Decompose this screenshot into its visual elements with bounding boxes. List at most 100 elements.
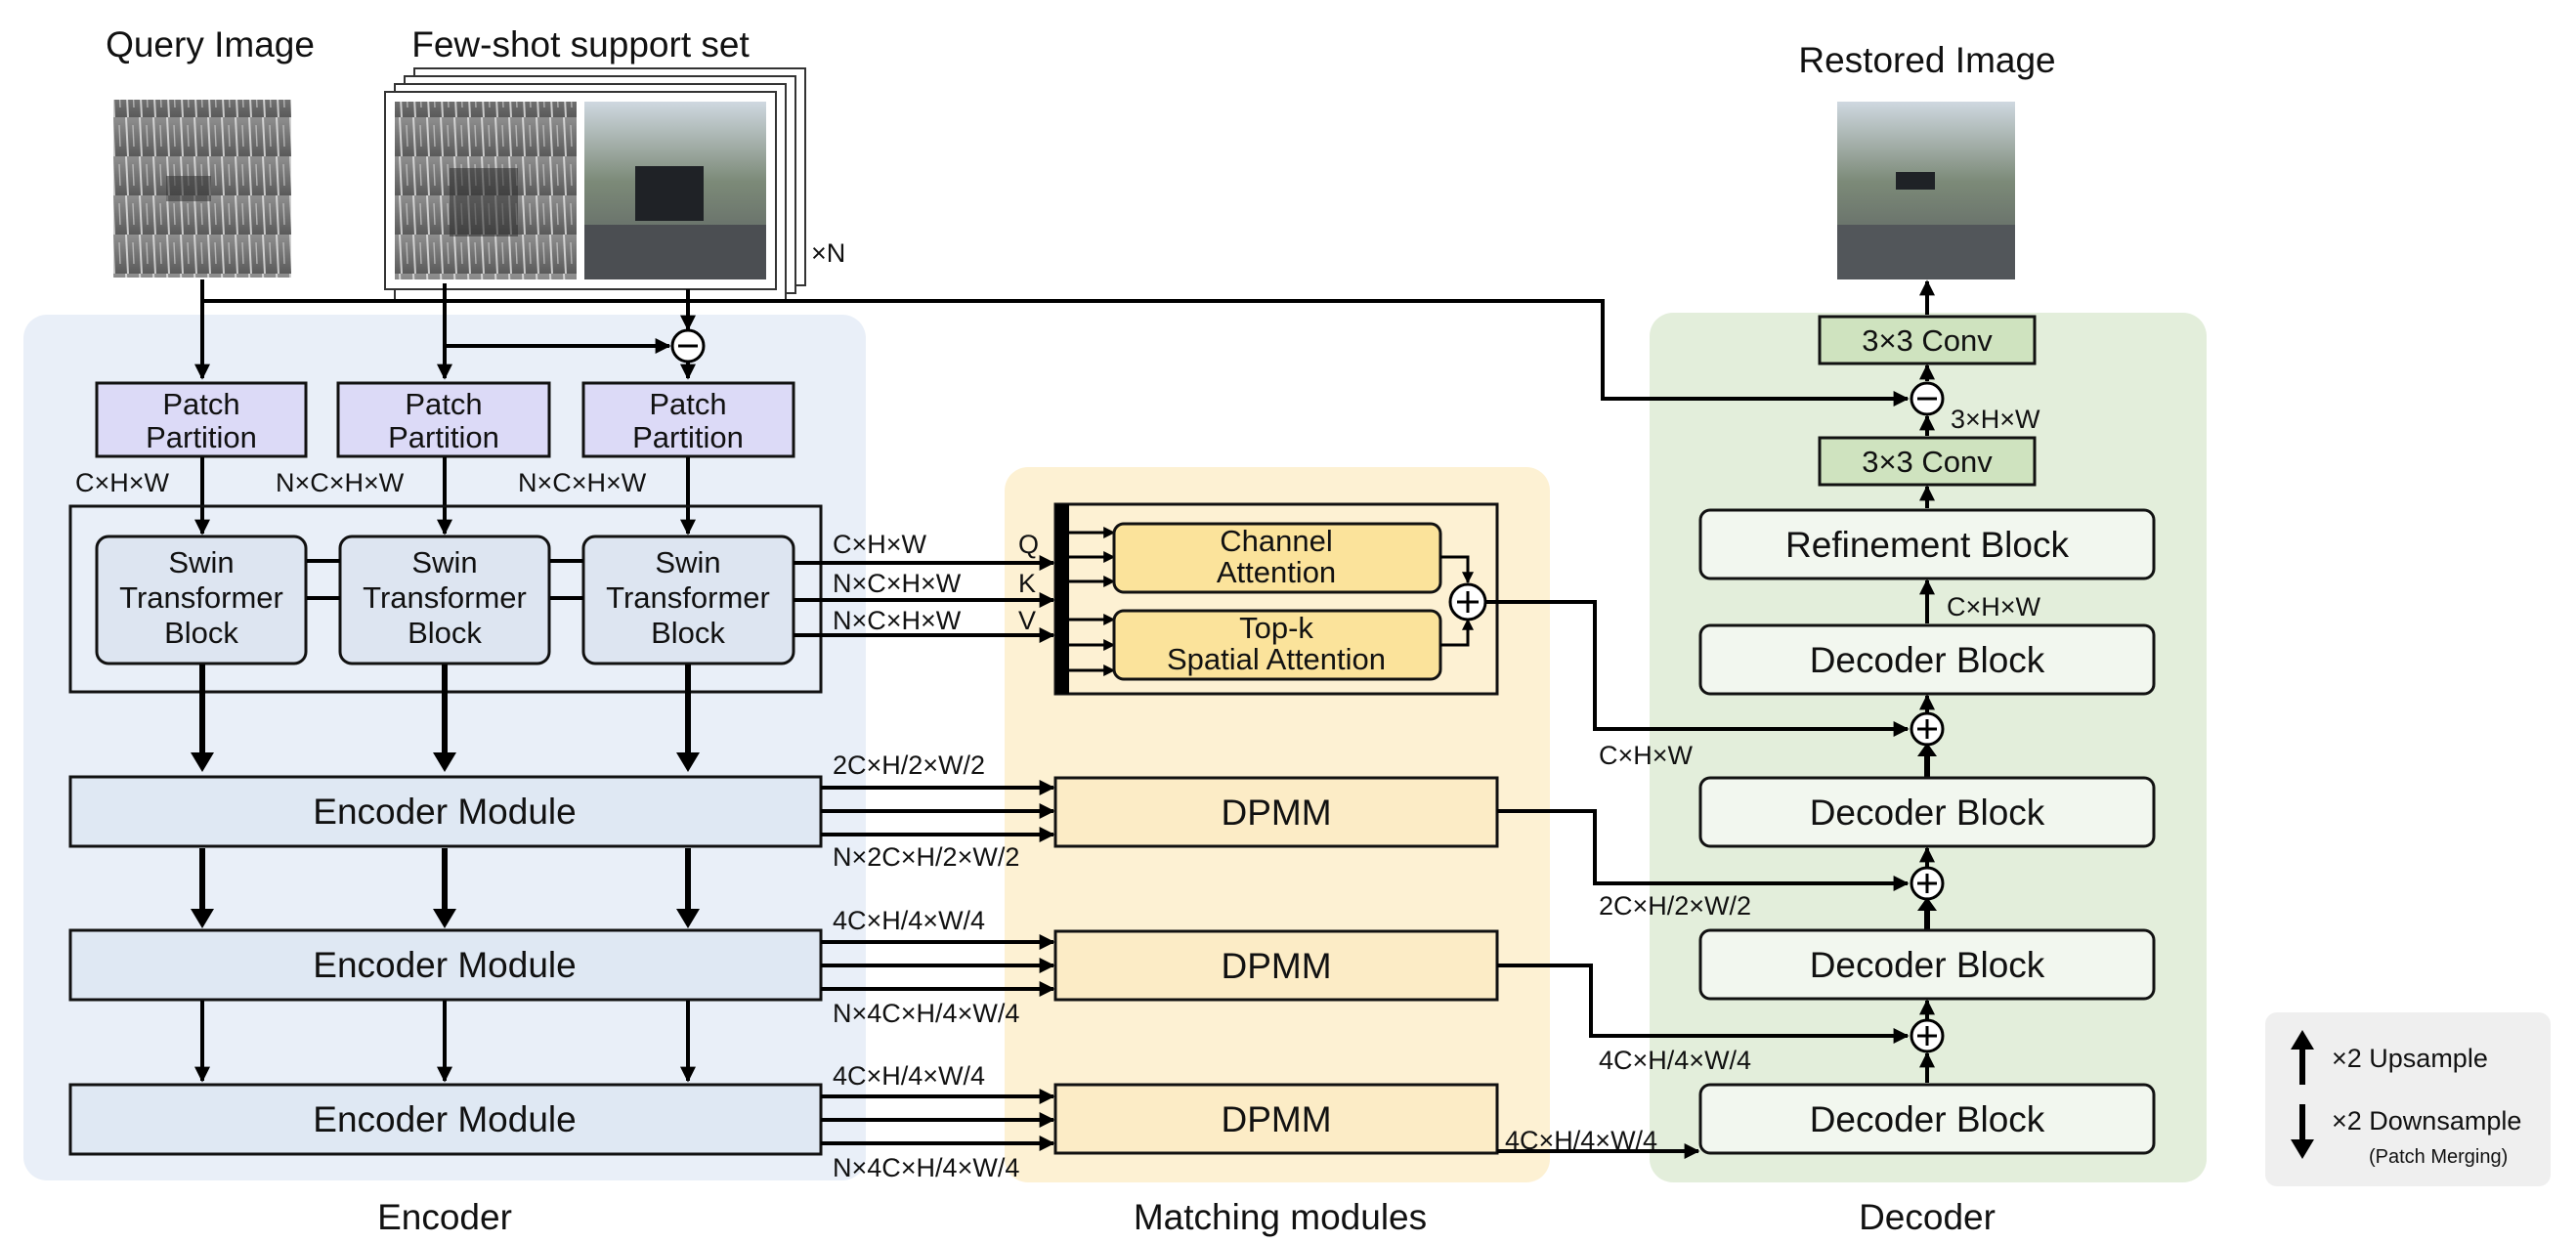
encoder-module-3: Encoder Module bbox=[68, 1083, 823, 1156]
downsample-arrow-icon bbox=[2291, 1139, 2314, 1159]
swin-line1: Swin bbox=[655, 545, 720, 579]
swin-line3: Block bbox=[651, 616, 725, 650]
k-label: K bbox=[1018, 569, 1036, 598]
dim-difference-partition: N×C×H×W bbox=[518, 468, 647, 497]
dpmm3-in-dim-bottom: N×4C×H/4×W/4 bbox=[833, 1153, 1019, 1182]
swin-line2: Transformer bbox=[606, 580, 770, 615]
swin-line3: Block bbox=[164, 616, 238, 650]
swin-line2: Transformer bbox=[363, 580, 527, 615]
dpmm-label: DPMM bbox=[1221, 946, 1331, 986]
patch-partition-line2: Partition bbox=[388, 420, 499, 454]
conv-bottom: 3×3 Conv bbox=[1818, 436, 2037, 487]
refinement-dim: C×H×W bbox=[1947, 592, 2041, 622]
patch-partition-line1: Patch bbox=[405, 387, 482, 421]
dpmm-label: DPMM bbox=[1221, 793, 1331, 833]
add-operator-attention bbox=[1448, 582, 1487, 622]
legend-downsample-label: ×2 Downsample bbox=[2332, 1106, 2521, 1136]
channel-attention-line1: Channel bbox=[1220, 524, 1332, 558]
matching-section-label: Matching modules bbox=[1134, 1197, 1427, 1237]
decoder-block-label: Decoder Block bbox=[1810, 1099, 2045, 1139]
encoder-module-label: Encoder Module bbox=[313, 1099, 576, 1139]
legend-upsample: ×2 Upsample bbox=[2291, 1030, 2488, 1085]
query-image-title: Query Image bbox=[106, 24, 315, 64]
skip-dim-1: C×H×W bbox=[1599, 741, 1694, 770]
conv-label: 3×3 Conv bbox=[1862, 323, 1993, 358]
legend-upsample-label: ×2 Upsample bbox=[2332, 1044, 2488, 1073]
q-dim: C×H×W bbox=[833, 530, 927, 559]
legend-downsample-note: (Patch Merging) bbox=[2369, 1146, 2508, 1168]
dpmm-1: DPMM bbox=[1053, 776, 1499, 848]
conv-top: 3×3 Conv bbox=[1818, 315, 2037, 365]
encoder-module-label: Encoder Module bbox=[313, 945, 576, 985]
swin-line1: Swin bbox=[411, 545, 477, 579]
add-operator-dec-3 bbox=[1910, 1018, 1945, 1053]
upsample-arrow-icon bbox=[2291, 1030, 2314, 1050]
patch-partition-line2: Partition bbox=[632, 420, 744, 454]
support-count-label: ×N bbox=[811, 238, 845, 268]
restored-image bbox=[1837, 102, 2015, 279]
swin-line1: Swin bbox=[168, 545, 234, 579]
spatial-attention-line2: Spatial Attention bbox=[1167, 642, 1386, 676]
dpmm-3: DPMM bbox=[1053, 1083, 1499, 1155]
refinement-block: Refinement Block bbox=[1698, 508, 2156, 580]
decoder-block-label: Decoder Block bbox=[1810, 793, 2045, 833]
attention-fan-wires bbox=[1069, 527, 1116, 676]
skip-dim-2: 2C×H/2×W/2 bbox=[1599, 891, 1751, 921]
downsample-arrows-1 bbox=[191, 664, 700, 772]
k-dim: N×C×H×W bbox=[833, 569, 962, 598]
dpmm1-in-dim-bottom: N×2C×H/2×W/2 bbox=[833, 842, 1019, 872]
swin-block-difference: Swin Transformer Block bbox=[581, 535, 795, 665]
query-image bbox=[113, 100, 291, 278]
refinement-label: Refinement Block bbox=[1785, 525, 2069, 565]
dpmm3-in-dim-top: 4C×H/4×W/4 bbox=[833, 1061, 985, 1091]
spatial-attention-line1: Top-k bbox=[1239, 611, 1313, 645]
channel-attention-line2: Attention bbox=[1217, 555, 1336, 589]
downsample-arrows-2 bbox=[191, 848, 700, 928]
restored-image-title: Restored Image bbox=[1798, 40, 2055, 80]
patch-partition-query: Patch Partition bbox=[95, 381, 308, 458]
encoder-module-2: Encoder Module bbox=[68, 928, 823, 1002]
decoder-block-label: Decoder Block bbox=[1810, 945, 2045, 985]
swin-line2: Transformer bbox=[119, 580, 283, 615]
legend-downsample: ×2 Downsample (Patch Merging) bbox=[2291, 1104, 2521, 1168]
patch-partition-line2: Partition bbox=[146, 420, 257, 454]
conv-dim: 3×H×W bbox=[1951, 405, 2040, 434]
decoder-block-label: Decoder Block bbox=[1810, 640, 2045, 680]
patch-partition-line1: Patch bbox=[649, 387, 726, 421]
dpmm-label: DPMM bbox=[1221, 1099, 1331, 1139]
skip-dim-3: 4C×H/4×W/4 bbox=[1599, 1046, 1751, 1075]
patch-partition-support: Patch Partition bbox=[336, 381, 551, 458]
channel-attention-block: Channel Attention bbox=[1112, 522, 1442, 594]
dim-support-partition: N×C×H×W bbox=[276, 468, 405, 497]
dpmm2-in-dim-bottom: N×4C×H/4×W/4 bbox=[833, 999, 1019, 1028]
decoder-block-1: Decoder Block bbox=[1698, 623, 2156, 696]
swin-block-support: Swin Transformer Block bbox=[338, 535, 551, 665]
subtract-operator-decoder bbox=[1910, 381, 1945, 416]
spatial-attention-block: Top-k Spatial Attention bbox=[1112, 609, 1442, 681]
patch-partition-difference: Patch Partition bbox=[581, 381, 795, 458]
qkv-split-bar bbox=[1055, 504, 1069, 694]
encoder-section-label: Encoder bbox=[377, 1197, 512, 1237]
support-set-stack bbox=[384, 67, 806, 302]
dim-query-partition: C×H×W bbox=[75, 468, 170, 497]
encoder-module-label: Encoder Module bbox=[313, 792, 576, 832]
decoder-block-2: Decoder Block bbox=[1698, 776, 2156, 848]
input-wires bbox=[194, 279, 1910, 407]
skip-dim-4: 4C×H/4×W/4 bbox=[1505, 1126, 1657, 1155]
decoder-section-label: Decoder bbox=[1859, 1197, 1996, 1237]
patch-partition-line1: Patch bbox=[162, 387, 239, 421]
v-label: V bbox=[1018, 606, 1036, 635]
decoder-block-3: Decoder Block bbox=[1698, 928, 2156, 1001]
q-label: Q bbox=[1018, 530, 1039, 559]
swin-line3: Block bbox=[408, 616, 482, 650]
dpmm1-in-dim-top: 2C×H/2×W/2 bbox=[833, 750, 985, 780]
decoder-block-4: Decoder Block bbox=[1698, 1083, 2156, 1155]
add-operator-dec-2 bbox=[1910, 866, 1945, 901]
support-set-title: Few-shot support set bbox=[411, 24, 750, 64]
add-operator-dec-1 bbox=[1910, 711, 1945, 747]
subtract-operator-encoder bbox=[670, 328, 706, 364]
swin-block-query: Swin Transformer Block bbox=[95, 535, 308, 665]
dpmm-2: DPMM bbox=[1053, 929, 1499, 1002]
legend-panel bbox=[2265, 1012, 2551, 1186]
